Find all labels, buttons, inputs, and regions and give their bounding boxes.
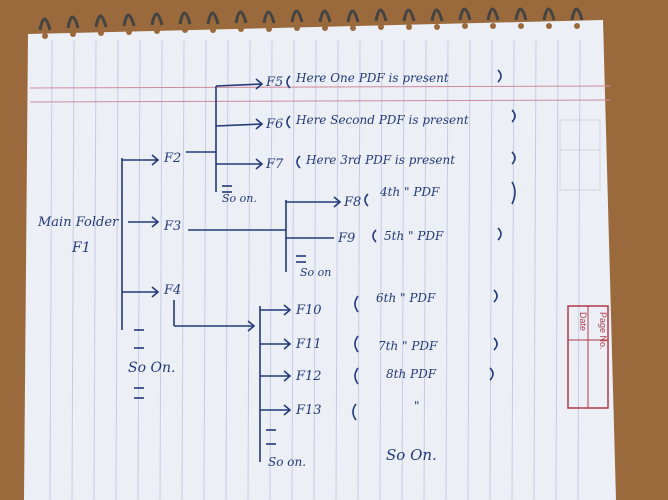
file-f13-label: F13 [295,403,322,418]
spiral-binding [38,7,584,31]
file-f9-note: 5th " PDF [384,229,444,243]
page-no-label: Page No. [598,312,608,350]
file-f8-label: F8 [343,195,361,210]
notebook-page [24,20,616,500]
file-f5-label: F5 [265,75,283,90]
folder-f2-label: F2 [163,151,181,166]
f4-so-on: So on. [268,455,306,469]
file-f10-label: F10 [295,303,322,318]
show-through-marks [559,119,601,191]
file-f7-label: F7 [265,157,284,172]
file-f9-label: F9 [337,231,355,246]
f4-trailing-so-on: So On. [386,446,437,464]
root-folder-id: F1 [71,240,91,256]
file-f7-note: Here 3rd PDF is present [305,153,455,167]
page-date-stamp: Page No. Date [567,305,609,409]
root-so-on: So On. [128,360,175,376]
file-f5-note: Here One PDF is present [295,71,449,85]
date-label: Date [578,312,588,331]
root-folder-name: Main Folder [37,215,119,230]
file-f6-label: F6 [265,117,283,132]
file-f11-label: F11 [295,337,322,352]
file-f8-note: 4th " PDF [379,185,440,199]
f2-so-on: So on. [222,192,257,205]
file-f10-note: 6th " PDF [376,291,436,305]
folder-f3-label: F3 [163,219,181,234]
file-f12-label: F12 [295,369,322,384]
file-f13-note: " [414,399,420,413]
file-f6-note: Here Second PDF is present [295,113,469,127]
f3-so-on: So on [300,266,331,279]
folder-f4-label: F4 [163,283,181,298]
folder-tree-diagram [121,69,516,462]
file-f12-note: 8th PDF [386,367,437,381]
file-f11-note: 7th " PDF [378,339,438,353]
